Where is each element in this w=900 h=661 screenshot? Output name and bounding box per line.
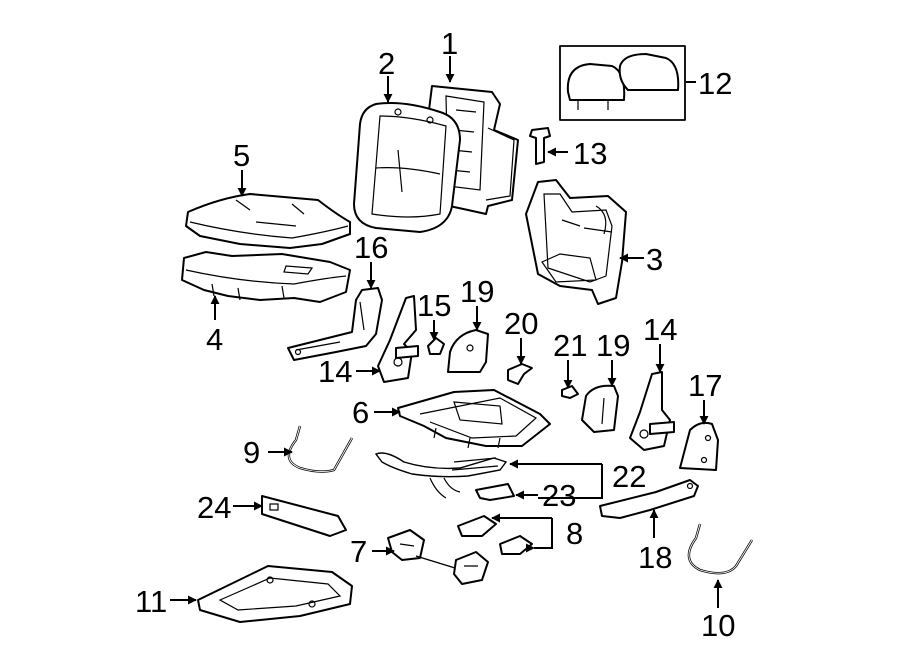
callout-24: 24 bbox=[197, 490, 231, 525]
adjuster-handle-part bbox=[457, 515, 533, 555]
side-shield-part bbox=[287, 287, 383, 361]
seat-adjuster-part bbox=[397, 389, 551, 449]
callout-21: 21 bbox=[553, 328, 587, 363]
callout-13: 13 bbox=[573, 136, 607, 171]
leader-lines bbox=[170, 56, 723, 608]
mount-bracket-part bbox=[475, 483, 515, 501]
seat-back-cushion-part bbox=[353, 102, 461, 233]
callout-8: 8 bbox=[566, 516, 583, 551]
callout-15: 15 bbox=[417, 288, 451, 323]
callout-19-right: 19 bbox=[596, 328, 630, 363]
callout-6: 6 bbox=[352, 395, 369, 430]
callout-16: 16 bbox=[354, 230, 388, 265]
cable-right-part bbox=[687, 523, 754, 575]
recliner-right-part bbox=[629, 371, 675, 451]
recliner-left-part bbox=[377, 295, 419, 383]
callout-1: 1 bbox=[441, 26, 458, 61]
trim-strip-part bbox=[261, 495, 347, 537]
callout-17: 17 bbox=[688, 368, 722, 403]
seat-cushion-part bbox=[185, 193, 351, 249]
headrest-part bbox=[559, 45, 686, 121]
seat-cushion-frame-part bbox=[181, 251, 351, 303]
seat-back-panel-part bbox=[525, 179, 627, 305]
bracket-part bbox=[507, 363, 533, 385]
harness-part bbox=[374, 452, 508, 499]
callout-labels: 1 2 3 4 5 6 7 8 9 10 11 12 13 14 14 15 1… bbox=[135, 26, 735, 643]
callout-4: 4 bbox=[206, 322, 223, 357]
callout-9: 9 bbox=[243, 435, 260, 470]
callout-12: 12 bbox=[698, 66, 732, 101]
callout-5: 5 bbox=[233, 138, 250, 173]
adjuster-rod-part bbox=[387, 529, 489, 585]
callout-14-right: 14 bbox=[643, 312, 677, 347]
callout-3: 3 bbox=[646, 242, 663, 277]
callout-2: 2 bbox=[378, 46, 395, 81]
clip-part bbox=[427, 337, 445, 355]
callout-20: 20 bbox=[504, 306, 538, 341]
callout-19-left: 19 bbox=[460, 274, 494, 309]
trim-panel-right-part bbox=[581, 384, 619, 433]
callout-7: 7 bbox=[350, 534, 367, 569]
floor-panel-part bbox=[197, 565, 353, 623]
clip-right-part bbox=[561, 385, 579, 399]
callout-18: 18 bbox=[638, 540, 672, 575]
trim-panel-left-part bbox=[447, 329, 489, 373]
rail-cover-part bbox=[599, 479, 699, 519]
callout-23: 23 bbox=[542, 478, 576, 513]
callout-11: 11 bbox=[135, 584, 167, 619]
callout-14-left: 14 bbox=[318, 354, 352, 389]
side-cover-part bbox=[679, 421, 719, 471]
callout-10: 10 bbox=[701, 608, 735, 643]
cable-left-part bbox=[287, 425, 354, 473]
callout-22: 22 bbox=[612, 459, 646, 494]
headrest-guide-part bbox=[529, 127, 551, 165]
